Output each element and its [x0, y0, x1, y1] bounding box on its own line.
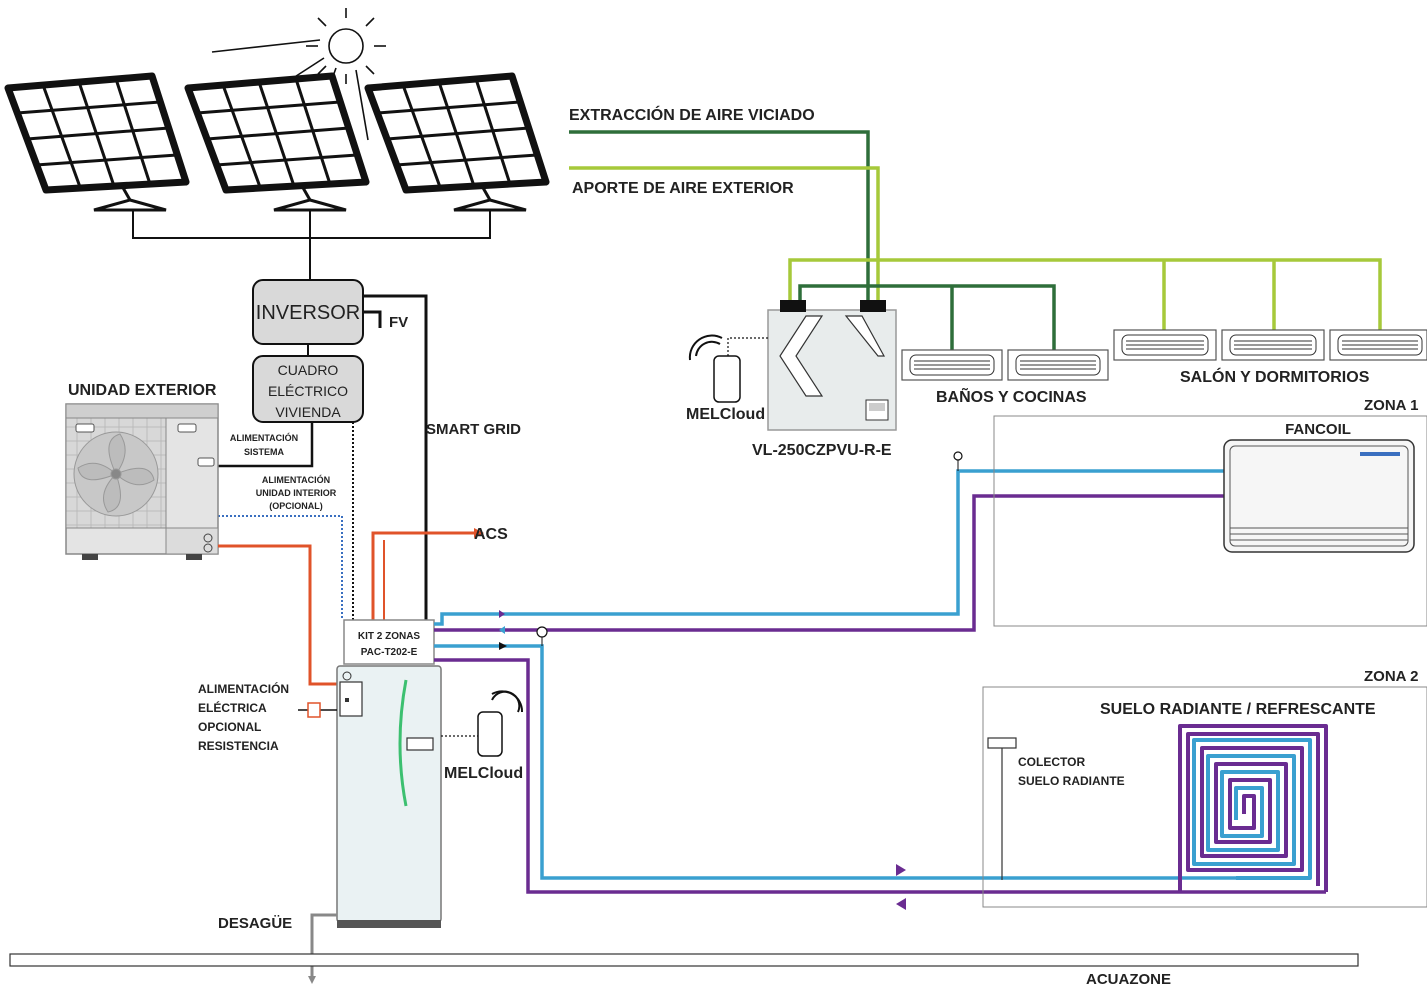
wifi-icon [688, 334, 741, 403]
acs-line [371, 531, 474, 620]
alim-interior-line3: (OPCIONAL) [269, 501, 323, 511]
zone1-return-pipe [434, 494, 1228, 632]
smart-grid-line [363, 294, 428, 620]
extraction-distribution-duct [798, 284, 1056, 350]
floor-heating-label: SUELO RADIANTE / REFRESCANTE [1100, 701, 1376, 718]
supply-air-label: APORTE DE AIRE EXTERIOR [572, 180, 794, 197]
supply-grille [1221, 329, 1325, 361]
panel-label-line3: VIVIENDA [275, 404, 341, 420]
melcloud-tank-label: MELCloud [444, 765, 523, 782]
wifi-icon [477, 690, 524, 757]
indoor-unit [336, 665, 442, 928]
alim-res-line2: ELÉCTRICA [198, 700, 267, 715]
electrical-panel-box [252, 355, 364, 423]
alim-sistema-line1: ALIMENTACIÓN [230, 432, 298, 443]
extraction-label: EXTRACCIÓN DE AIRE VICIADO [569, 105, 815, 124]
panel-label-line2: ELÉCTRICO [268, 383, 348, 399]
collector-line1: COLECTOR [1018, 755, 1085, 769]
kit-label-line2: PAC-T202-E [361, 647, 418, 658]
zone2-return-pipe [434, 658, 1326, 894]
collector-line2: SUELO RADIANTE [1018, 774, 1125, 788]
supply-grille [1113, 329, 1217, 361]
collector-icon [987, 737, 1017, 749]
supply-grille [1329, 329, 1427, 361]
solar-panel-icon [4, 72, 190, 212]
melcloud-vl-label: MELCloud [686, 406, 765, 423]
banos-label: BAÑOS Y COCINAS [936, 386, 1087, 406]
system-power-line [218, 422, 314, 468]
zone1-box [993, 415, 1427, 627]
alim-res-line1: ALIMENTACIÓN [198, 681, 289, 696]
zone2-box [982, 686, 1427, 908]
alim-res-line3: OPCIONAL [198, 720, 261, 734]
refrigerant-line [218, 544, 342, 686]
acs-label: ACS [474, 526, 508, 543]
alim-interior-line2: UNIDAD INTERIOR [256, 488, 337, 498]
pv-wiring [132, 210, 491, 280]
zone2-supply-pipe [434, 644, 1236, 880]
panel-label-line1: CUADRO [278, 362, 339, 378]
ventilation-unit [767, 300, 897, 431]
acuazone-bar [9, 953, 1359, 967]
fancoil-unit [1223, 439, 1415, 553]
drain-label: DESAGÜE [218, 915, 292, 932]
vl-model-label: VL-250CZPVU-R-E [752, 442, 892, 459]
extraction-grille [901, 349, 1003, 381]
kit-label-line1: KIT 2 ZONAS [358, 631, 421, 642]
fan-icon [73, 431, 159, 517]
zone2-label: ZONA 2 [1364, 668, 1418, 685]
interior-power-blue-dotted [218, 515, 343, 620]
extraction-grille [1007, 349, 1109, 381]
drain-pipe [310, 913, 337, 978]
supply-distribution-duct [788, 258, 1382, 330]
kit-2-zonas-box [343, 619, 435, 665]
alim-res-line4: RESISTENCIA [198, 739, 279, 753]
alim-interior-line1: ALIMENTACIÓN [262, 474, 330, 485]
salon-label: SALÓN Y DORMITORIOS [1180, 367, 1370, 386]
solar-panel-icon [184, 72, 370, 212]
fancoil-label: FANCOIL [1285, 421, 1351, 438]
outdoor-unit [65, 403, 219, 560]
inverter-label: INVERSOR [256, 302, 360, 324]
alim-sistema-line2: SISTEMA [244, 447, 285, 457]
resistance-switch [307, 702, 321, 718]
solar-panel-icon [364, 72, 550, 212]
outdoor-unit-label: UNIDAD EXTERIOR [68, 382, 217, 399]
acuazone-label: ACUAZONE [1086, 971, 1171, 986]
zone1-supply-pipe [434, 469, 1228, 626]
smart-grid-label: SMART GRID [426, 421, 521, 438]
floor-heating-coil [1178, 724, 1328, 892]
fv-label: FV [389, 314, 408, 331]
zone1-label: ZONA 1 [1364, 397, 1418, 414]
extraction-duct [569, 130, 870, 304]
